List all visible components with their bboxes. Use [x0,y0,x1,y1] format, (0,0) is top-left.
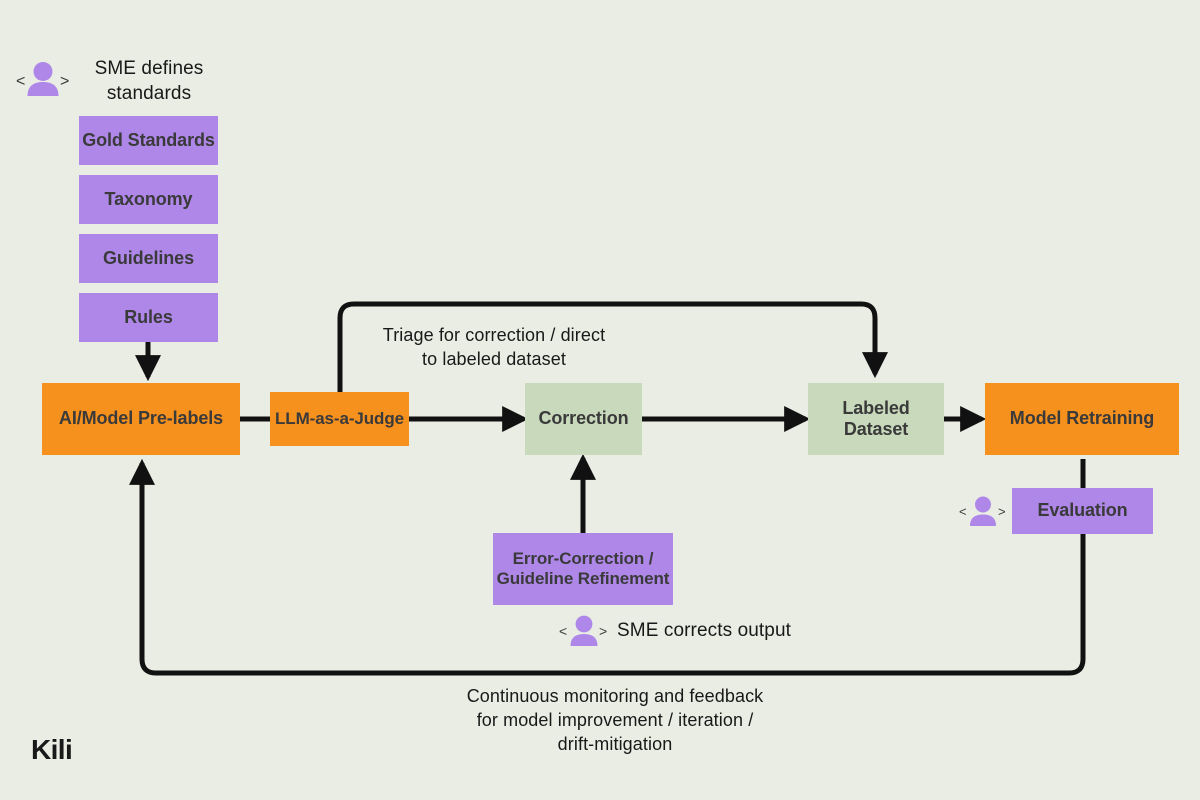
node-label: AI/Model Pre-labels [58,408,224,429]
node-label: Taxonomy [104,188,193,209]
caption-text: SME corrects output [617,620,792,641]
person-icon: < > [559,615,607,646]
caption-sme-defines-line1: SME defines [94,58,204,79]
caption-footer-line1: Continuous monitoring and feedback [466,686,764,706]
node-label: LLM-as-a-Judge [275,408,404,428]
caption-triage-line2: to labeled dataset [422,348,566,369]
brand-logo-kili: Kili [31,734,73,766]
bracket-right-icon: > [998,504,1006,519]
person-icon: < > [959,496,1006,526]
node-error-correction-guideline-refinement[interactable]: Error-Correction / Guideline Refinement [493,533,673,605]
node-llm-as-a-judge[interactable]: LLM-as-a-Judge [270,392,409,446]
caption-footer-line3: drift-mitigation [557,733,673,754]
person-icon: < > [16,62,69,96]
node-rules[interactable]: Rules [79,293,218,342]
node-label: Rules [124,306,173,327]
node-label: Gold Standards [82,129,215,150]
caption-sme-defines-line2: standards [106,83,192,105]
node-model-retraining[interactable]: Model Retraining [985,383,1179,455]
caption-continuous-monitoring: Continuous monitoring and feedback for m… [415,685,815,756]
node-label-line2: Guideline Refinement [496,569,670,588]
bracket-right-icon: > [599,623,607,639]
node-labeled-dataset[interactable]: Labeled Dataset [808,383,944,455]
person-icon-sme-corrects: < > [558,612,612,650]
brand-text: Kili [31,734,73,765]
node-gold-standards[interactable]: Gold Standards [79,116,218,165]
person-icon-evaluation: < > [958,493,1010,530]
person-icon-sme-defines: < > [14,56,72,104]
node-taxonomy[interactable]: Taxonomy [79,175,218,224]
bracket-left-icon: < [959,504,967,519]
node-guidelines[interactable]: Guidelines [79,234,218,283]
node-correction[interactable]: Correction [525,383,642,455]
bracket-right-icon: > [60,73,69,90]
node-label: Model Retraining [1009,408,1155,429]
node-label-line1: Error-Correction / [512,548,654,568]
caption-footer-line2: for model improvement / iteration / [476,709,754,730]
bracket-left-icon: < [559,623,567,639]
node-label: Labeled Dataset [842,397,910,439]
caption-triage: Triage for correction / direct to labele… [358,324,630,372]
caption-triage-line1: Triage for correction / direct [382,325,606,345]
caption-sme-corrects-output: SME corrects output [617,618,877,643]
node-label: Correction [538,408,629,429]
node-label: Evaluation [1037,500,1128,521]
node-evaluation[interactable]: Evaluation [1012,488,1153,534]
node-ai-model-pre-labels[interactable]: AI/Model Pre-labels [42,383,240,455]
node-label: Guidelines [102,247,195,268]
caption-sme-defines-standards: SME defines standards [78,56,220,106]
bracket-left-icon: < [16,73,25,90]
